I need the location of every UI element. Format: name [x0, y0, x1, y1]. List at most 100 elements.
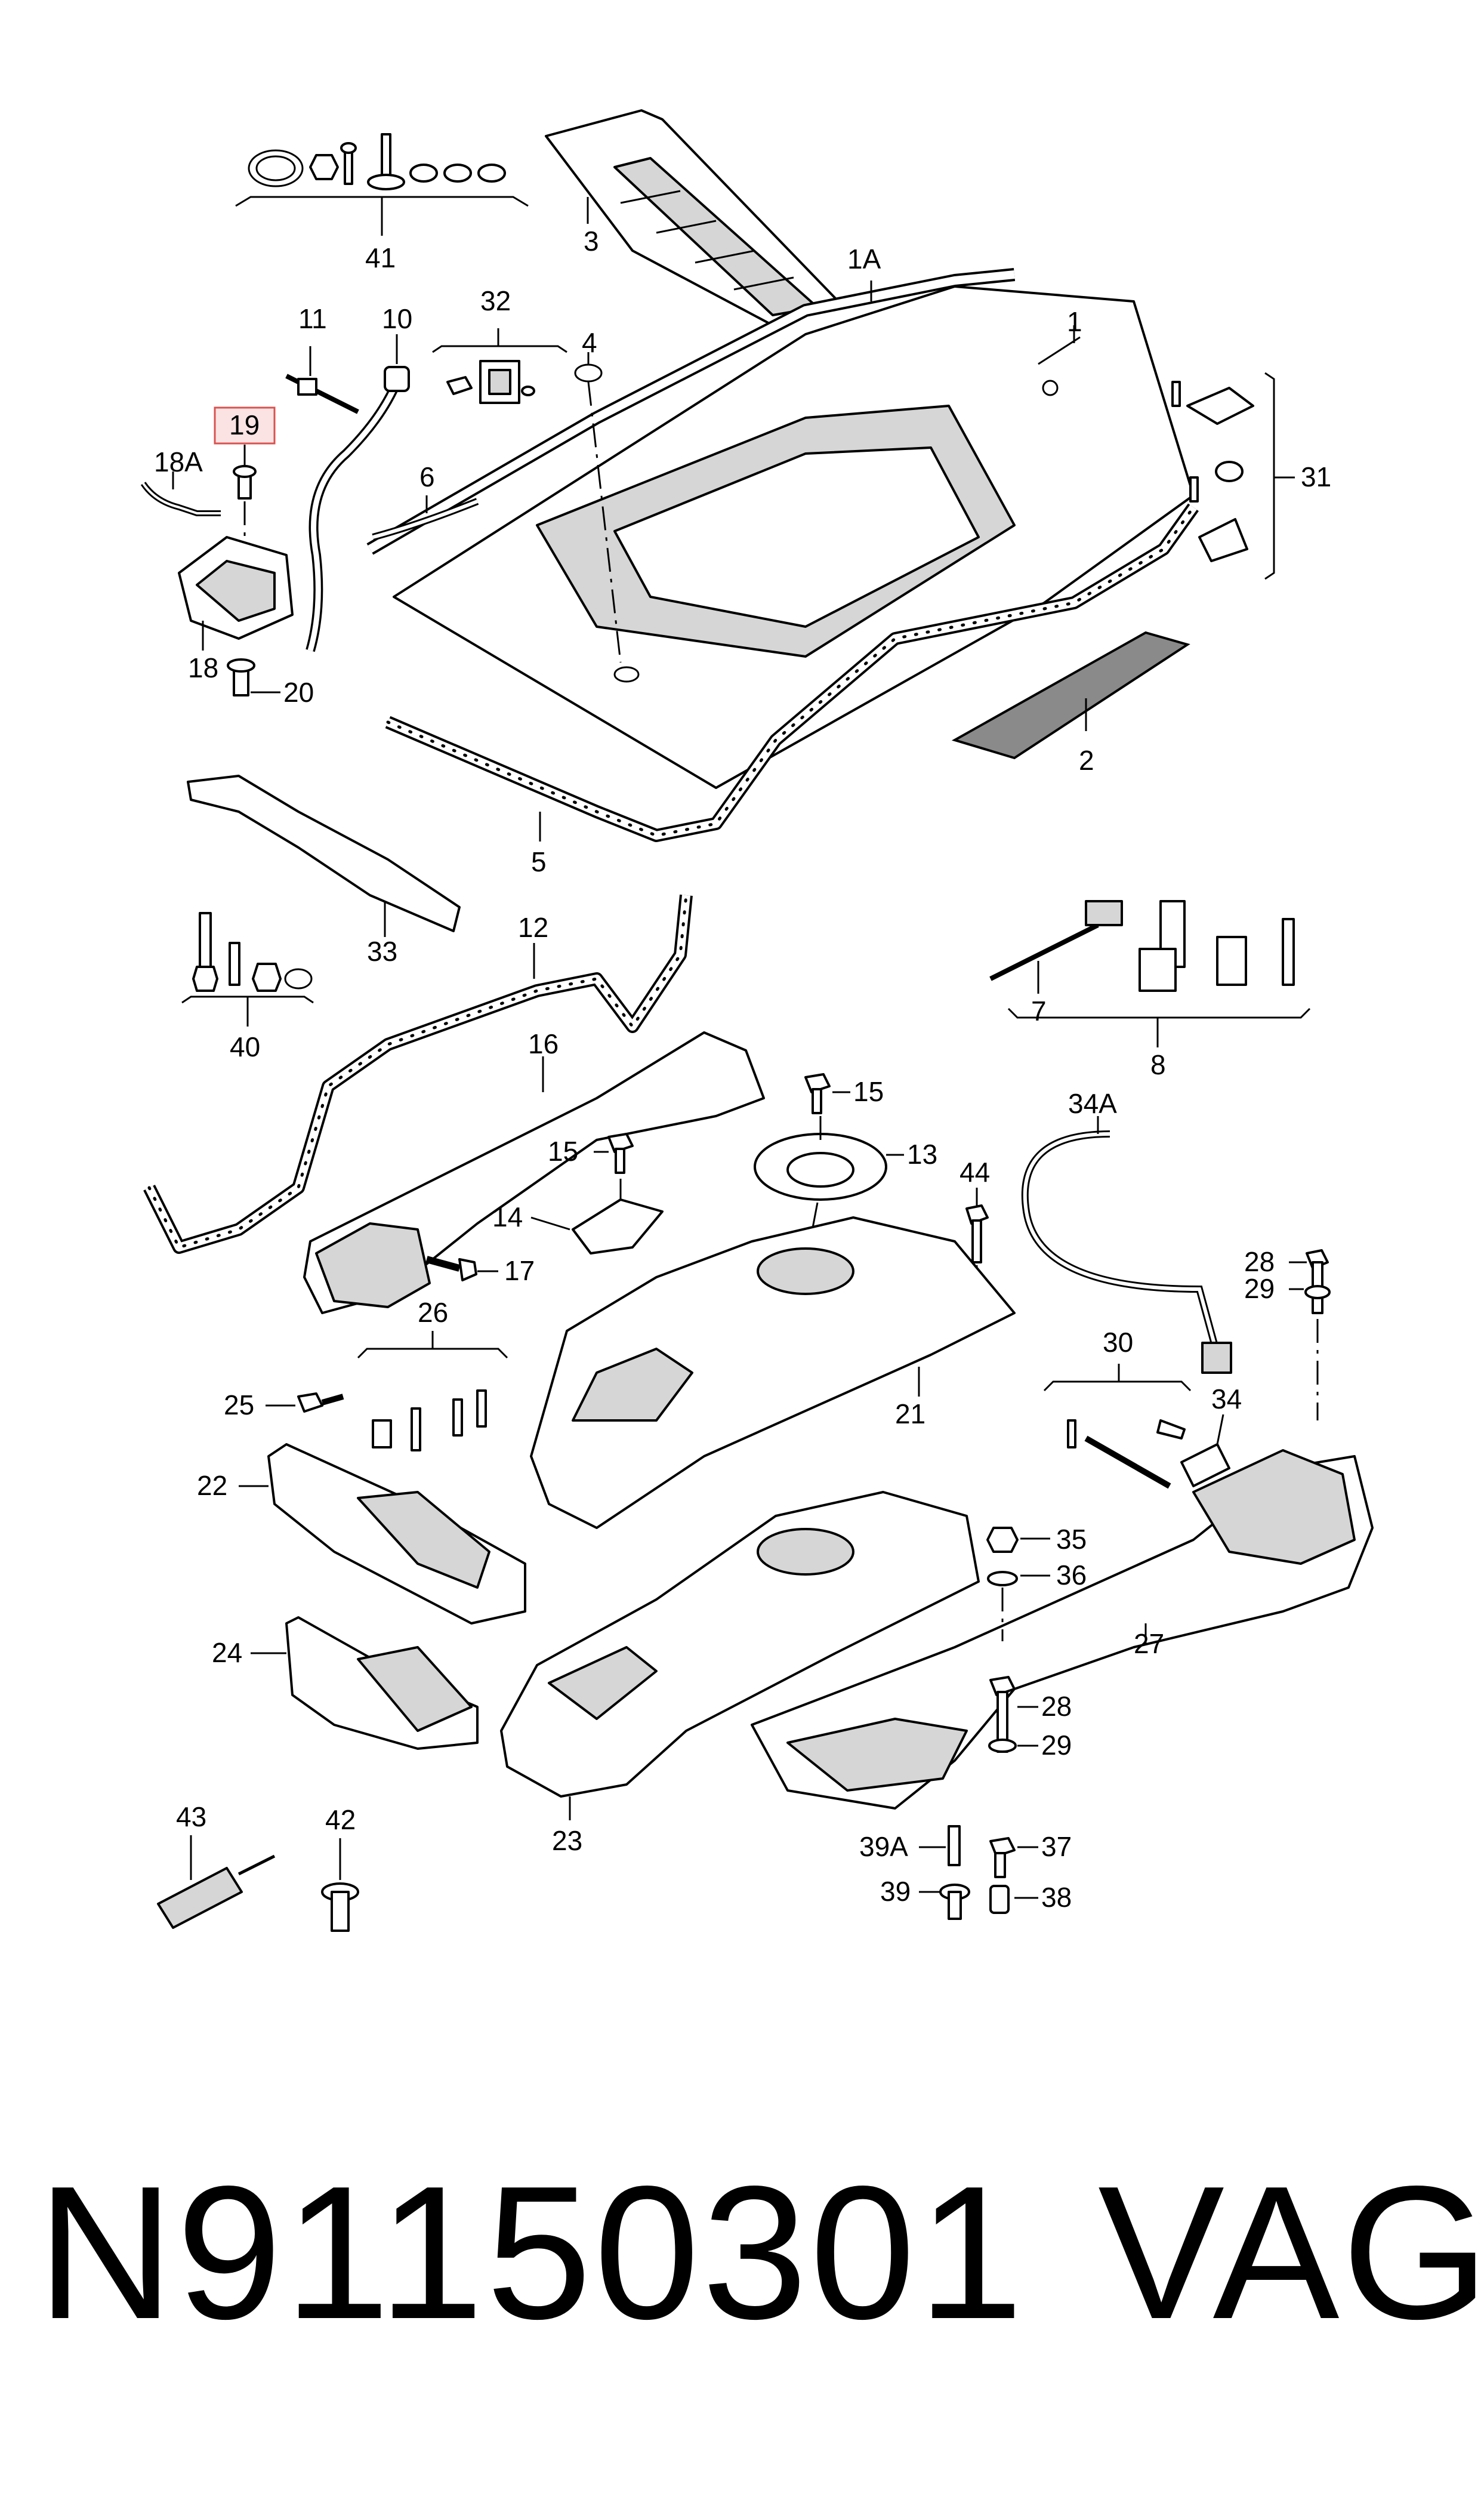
part-16-rail: [303, 1031, 765, 1314]
part-15-screw-mid: [594, 1133, 634, 1206]
label-33: 33: [367, 936, 397, 967]
part-12-seal: [143, 893, 693, 1254]
part-29-washer-lower: [988, 1739, 1038, 1753]
label-15a: 15: [853, 1076, 884, 1107]
part-34A-cable: [1021, 1116, 1232, 1374]
label-29b: 29: [1041, 1730, 1072, 1761]
label-7: 7: [1031, 995, 1047, 1027]
label-31: 31: [1301, 461, 1331, 492]
label-19: 19: [229, 409, 260, 440]
label-12: 12: [518, 912, 548, 943]
label-16: 16: [528, 1028, 559, 1059]
label-28a: 28: [1244, 1246, 1275, 1277]
label-26: 26: [418, 1297, 448, 1328]
label-17: 17: [504, 1255, 535, 1286]
label-27: 27: [1134, 1628, 1164, 1659]
part-7-tool: [989, 900, 1123, 994]
part-41-hardware-set: [235, 133, 529, 236]
label-43: 43: [176, 1801, 206, 1832]
label-34A: 34A: [1068, 1088, 1117, 1119]
part-28-bolt-lower: [989, 1676, 1038, 1753]
part-21-panel: [530, 1216, 1016, 1529]
part-15-screw-top: [804, 1073, 850, 1114]
label-1A: 1A: [847, 244, 881, 275]
label-22: 22: [197, 1470, 227, 1501]
label-21: 21: [895, 1398, 925, 1429]
part-35-nut: [986, 1527, 1050, 1553]
part-2-grille: [951, 631, 1190, 760]
label-37: 37: [1041, 1831, 1072, 1862]
part-36-washer: [987, 1571, 1050, 1641]
brand-text: VAG: [1098, 2147, 1484, 2359]
label-41: 41: [365, 242, 396, 273]
part-43-tube: [157, 1835, 276, 1929]
part-26-fastener-set: [357, 1331, 508, 1451]
part-17-bolt: [425, 1256, 498, 1281]
part-20-stud: [227, 658, 280, 696]
label-29a: 29: [1244, 1273, 1275, 1304]
label-23: 23: [552, 1825, 582, 1856]
label-40: 40: [230, 1031, 260, 1062]
label-5: 5: [531, 846, 547, 877]
part-39A-stud: [919, 1825, 961, 1866]
label-28b: 28: [1041, 1691, 1072, 1722]
part-18-mount: [178, 536, 294, 651]
label-38: 38: [1041, 1882, 1072, 1913]
label-8: 8: [1150, 1049, 1166, 1080]
part-33-hinge: [187, 775, 461, 937]
label-15b: 15: [548, 1136, 578, 1167]
label-25: 25: [224, 1389, 254, 1420]
label-4: 4: [582, 327, 597, 358]
label-20: 20: [283, 677, 314, 708]
part-4-grommet: [574, 352, 622, 663]
part-40-bolt-set: [181, 912, 314, 1027]
part-8-tool-set: [1007, 900, 1311, 1047]
part-39-clip: [919, 1884, 970, 1920]
part-3-air-scoop: [545, 109, 840, 326]
part-10-hose: [306, 334, 410, 652]
label-14: 14: [492, 1201, 523, 1232]
label-35: 35: [1056, 1524, 1087, 1555]
part-24-side-panel: [251, 1616, 479, 1750]
label-11: 11: [298, 303, 327, 334]
part-22-side-panel: [239, 1443, 526, 1625]
part-34-sensor: [1180, 1414, 1230, 1487]
label-18A: 18A: [154, 446, 203, 477]
label-34: 34: [1211, 1383, 1242, 1414]
label-10: 10: [382, 303, 412, 334]
part-1-engine-lid: [393, 285, 1195, 789]
part-6-strip: [372, 495, 479, 541]
part-25-bolt: [266, 1392, 344, 1413]
part-42-clip: [321, 1838, 359, 1932]
label-39: 39: [880, 1876, 911, 1907]
part-5-seal: [385, 503, 1199, 842]
part-31-hinge-set: [1171, 372, 1295, 580]
part-11-cable-tie: [285, 346, 359, 414]
part-18A-bracket: [140, 471, 221, 516]
label-18: 18: [188, 652, 218, 683]
part-32-bracket-set: [432, 328, 567, 404]
label-13: 13: [907, 1139, 937, 1170]
part-27-subframe: [751, 1449, 1374, 1810]
part-38-clip: [989, 1885, 1038, 1914]
label-30: 30: [1103, 1327, 1133, 1358]
label-3: 3: [584, 226, 599, 257]
label-24: 24: [212, 1637, 242, 1668]
part-number-text: N91150301: [37, 2147, 1026, 2359]
part-28-bolt-upper: [1289, 1249, 1329, 1314]
label-42: 42: [325, 1804, 356, 1835]
part-14-gasket: [530, 1198, 664, 1255]
label-2: 2: [1079, 745, 1094, 776]
part-23-undertray: [500, 1491, 980, 1820]
label-1: 1: [1067, 306, 1082, 337]
label-39A: 39A: [859, 1831, 908, 1862]
label-6: 6: [419, 461, 435, 492]
label-36: 36: [1056, 1559, 1087, 1591]
part-number-highlight-19[interactable]: 19: [214, 406, 276, 445]
label-32: 32: [480, 285, 511, 316]
part-29-washer-upper: [1289, 1285, 1331, 1420]
label-44: 44: [959, 1157, 990, 1188]
part-19-screw: [233, 445, 257, 555]
part-37-nut: [989, 1837, 1038, 1878]
